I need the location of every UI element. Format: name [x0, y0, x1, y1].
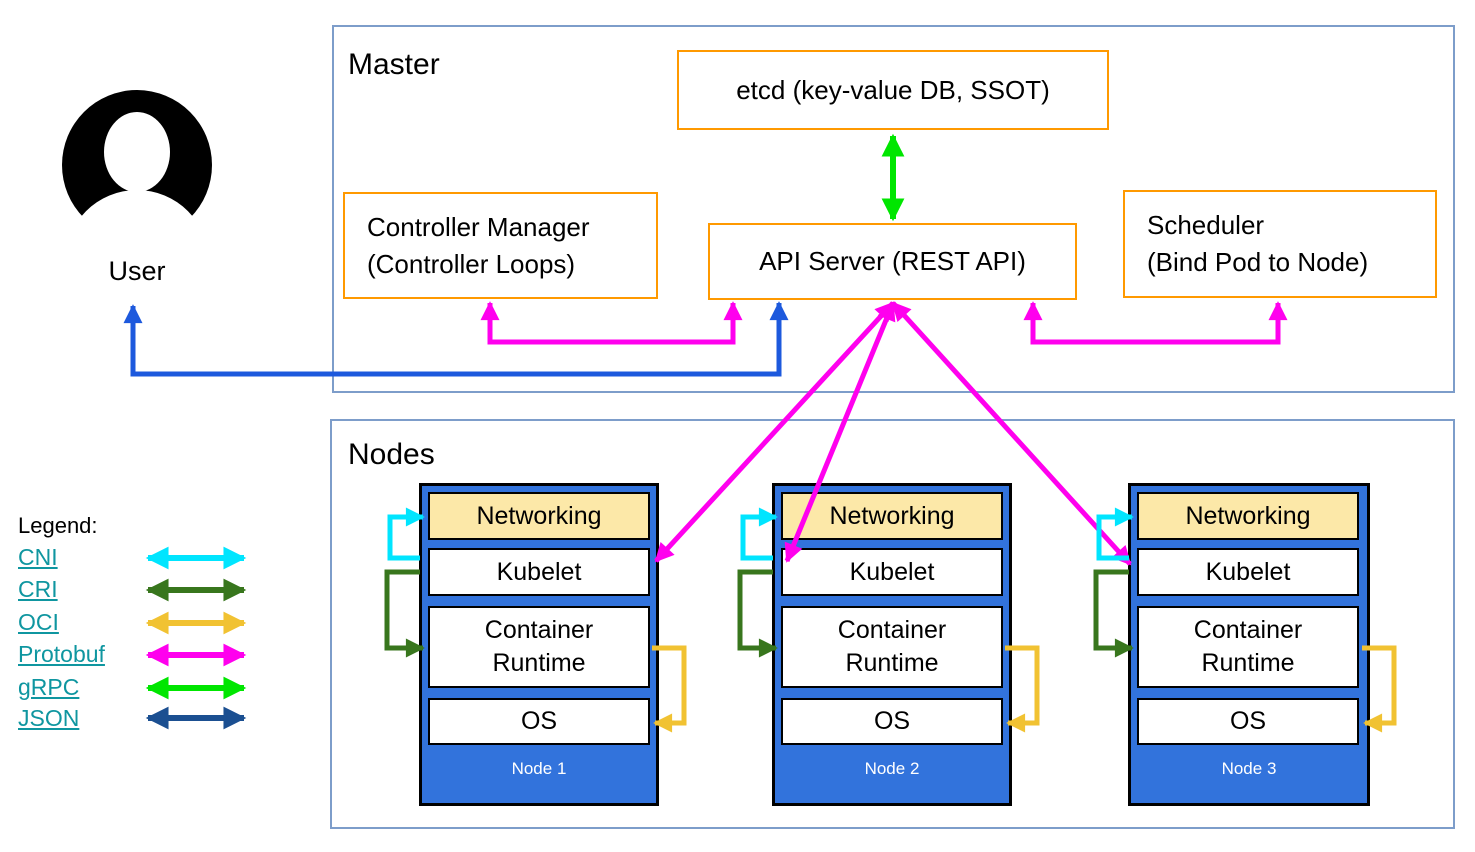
node-1-kubelet-layer: Kubelet [428, 548, 650, 596]
nodes-section-label: Nodes [348, 438, 435, 471]
user-icon [62, 90, 212, 240]
node-3-kubelet-label: Kubelet [1205, 557, 1291, 586]
scheduler-label-line1: Scheduler [1147, 210, 1265, 240]
node-1-container-runtime-label: Container Runtime [484, 616, 594, 677]
api-server-label: API Server (REST API) [759, 246, 1026, 276]
scheduler-box: Scheduler (Bind Pod to Node) [1123, 190, 1437, 298]
scheduler-label-line2: (Bind Pod to Node) [1147, 247, 1369, 277]
node-1-name: Node 1 [511, 759, 567, 778]
node-2: Networking Kubelet Container Runtime OS … [772, 483, 1012, 806]
node-3: Networking Kubelet Container Runtime OS … [1128, 483, 1370, 806]
node-2-name: Node 2 [864, 759, 920, 778]
legend-link-oci[interactable]: OCI [18, 609, 59, 635]
node-3-networking-layer: Networking [1137, 492, 1359, 540]
etcd-label: etcd (key-value DB, SSOT) [736, 74, 1050, 105]
controller-manager-label-line1: Controller Manager [367, 211, 590, 242]
master-section-label: Master [348, 48, 440, 81]
node-1-kubelet-label: Kubelet [496, 557, 582, 586]
node-3-networking-label: Networking [1185, 501, 1311, 530]
node-3-name: Node 3 [1221, 759, 1277, 778]
legend-link-json[interactable]: JSON [18, 705, 80, 731]
controller-manager-label-line2: (Controller Loops) [367, 248, 576, 279]
node-2-networking-label: Networking [829, 501, 955, 530]
node-2-container-runtime-layer: Container Runtime [781, 606, 1003, 688]
node-2-kubelet-layer: Kubelet [781, 548, 1003, 596]
legend-link-protobuf[interactable]: Protobuf [18, 641, 105, 667]
controller-manager-box: Controller Manager (Controller Loops) [343, 192, 658, 299]
node-2-os-layer: OS [781, 698, 1003, 745]
legend-link-grpc[interactable]: gRPC [18, 674, 80, 700]
legend-link-cri[interactable]: CRI [18, 576, 58, 602]
node-3-container-runtime-layer: Container Runtime [1137, 606, 1359, 688]
node-3-os-layer: OS [1137, 698, 1359, 745]
node-2-os-label: OS [873, 707, 911, 735]
node-3-os-label: OS [1229, 707, 1267, 735]
node-1: Networking Kubelet Container Runtime OS … [419, 483, 659, 806]
user-label: User [108, 256, 166, 286]
etcd-box: etcd (key-value DB, SSOT) [677, 50, 1109, 130]
node-3-kubelet-layer: Kubelet [1137, 548, 1359, 596]
legend-link-cni[interactable]: CNI [18, 544, 58, 570]
legend-title: Legend: [18, 513, 98, 538]
node-2-container-runtime-label: Container Runtime [837, 616, 947, 677]
node-1-container-runtime-layer: Container Runtime [428, 606, 650, 688]
node-1-networking-layer: Networking [428, 492, 650, 540]
node-2-kubelet-label: Kubelet [849, 557, 935, 586]
node-2-networking-layer: Networking [781, 492, 1003, 540]
node-1-os-label: OS [520, 707, 558, 735]
node-1-networking-label: Networking [476, 501, 602, 530]
node-3-container-runtime-label: Container Runtime [1193, 616, 1303, 677]
node-1-os-layer: OS [428, 698, 650, 745]
api-server-box: API Server (REST API) [708, 223, 1077, 300]
